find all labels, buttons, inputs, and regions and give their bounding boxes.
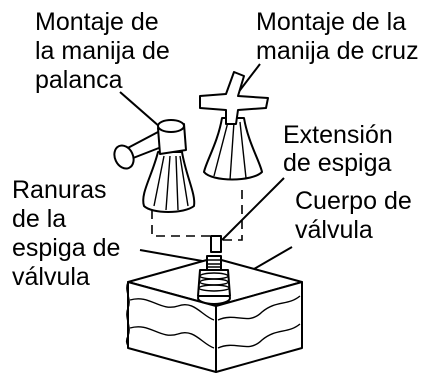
- label-lever-handle: Montaje de la manija de palanca: [35, 8, 170, 94]
- label-stem-grooves-line-4: válvula: [12, 263, 90, 291]
- label-lever-handle-line-1: Montaje de: [35, 8, 159, 36]
- label-lever-handle-line-2: la manija de: [35, 37, 170, 65]
- label-lever-handle-line-3: palanca: [35, 66, 123, 94]
- lever-handle-assembly: [113, 119, 196, 213]
- label-stem-extension-line-1: Extensión: [283, 121, 393, 149]
- leader-stem-extension: [221, 177, 285, 241]
- label-stem-grooves-line-3: espiga de: [12, 234, 120, 262]
- label-cross-handle-line-2: manija de cruz: [256, 37, 419, 65]
- leader-stem-grooves: [139, 249, 209, 263]
- cross-handle-assembly: [199, 71, 269, 181]
- alignment-line-lever: [151, 210, 216, 237]
- label-valve-body-line-1: Cuerpo de: [295, 187, 412, 215]
- valve-stem: [197, 255, 231, 305]
- label-stem-extension-line-2: de espiga: [283, 149, 392, 177]
- label-stem-grooves-line-1: Ranuras: [12, 176, 107, 204]
- label-valve-body-line-2: válvula: [295, 216, 373, 244]
- label-stem-grooves: Ranuras de la espiga de válvula: [12, 176, 120, 291]
- label-valve-body: Cuerpo de válvula: [295, 187, 412, 244]
- label-stem-extension: Extensión de espiga: [283, 121, 393, 177]
- stem-extension: [210, 235, 222, 253]
- label-cross-handle: Montaje de la manija de cruz: [256, 8, 419, 65]
- label-cross-handle-line-1: Montaje de la: [256, 8, 406, 36]
- alignment-line-cross: [218, 190, 243, 241]
- label-stem-grooves-line-2: de la: [12, 205, 66, 233]
